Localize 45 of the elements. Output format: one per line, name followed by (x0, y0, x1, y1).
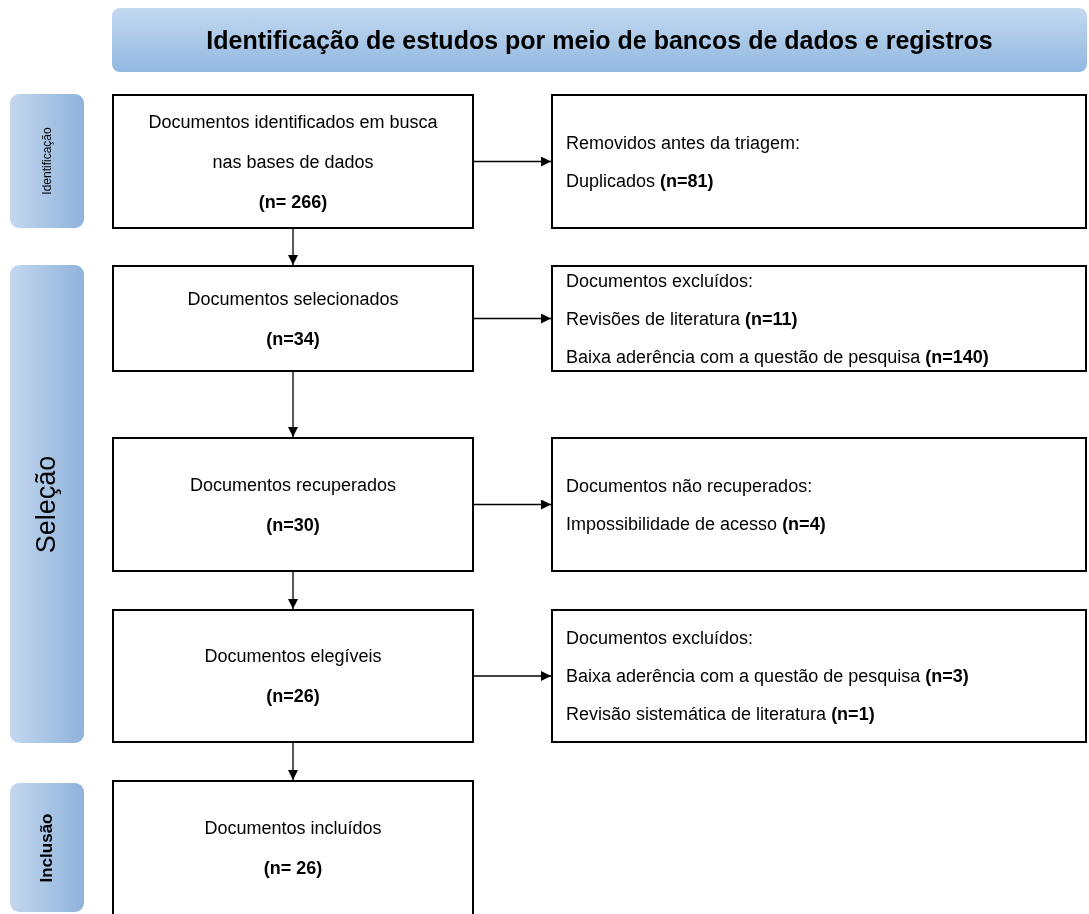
exclusion-box (551, 609, 1087, 743)
exclusion-box (551, 94, 1087, 229)
box-label: Documentos recuperados (189, 473, 397, 497)
count-label: (n=34) (266, 327, 320, 351)
arrow (288, 571, 298, 610)
exclusion-box (551, 437, 1087, 572)
stage-band (10, 783, 84, 912)
box-heading: Documentos excluídos: (566, 269, 755, 293)
count-label: (n=26) (266, 685, 320, 708)
arrow (473, 499, 552, 510)
box-heading: Removidos antes da triagem: (566, 131, 802, 155)
reason-text: Duplicados (n=81) (566, 169, 715, 193)
process-box (112, 609, 474, 743)
arrow (288, 371, 298, 438)
stage-label: Inclusão (37, 813, 57, 882)
title-banner (112, 8, 1087, 72)
reason-text: Revisões de literatura (n=11) (566, 307, 799, 331)
box-label: Documentos selecionados (187, 287, 399, 311)
stage-band (10, 265, 84, 743)
arrow (473, 671, 552, 681)
count-label: (n=30) (266, 513, 320, 537)
box-label: Documentos elegíveis (204, 645, 382, 668)
arrow (473, 313, 552, 324)
process-box (112, 94, 474, 229)
stage-label: Seleção (31, 455, 63, 553)
reason-text: Baixa aderência com a questão de pesquisa (n=140) (566, 345, 990, 369)
box-heading: Documentos excluídos: (566, 627, 755, 650)
process-box (112, 265, 474, 372)
reason-text: Baixa aderência com a questão de pesquisa (n=3) (566, 665, 970, 688)
arrow (288, 228, 298, 266)
process-box (112, 437, 474, 572)
stage-label: Identificação (40, 127, 54, 195)
box-label: Documentos identificados em busca nas bases de dados (147, 110, 439, 174)
stage-band (10, 94, 84, 228)
exclusion-box (551, 265, 1087, 372)
process-box (112, 780, 474, 914)
reason-text: Revisão sistemática de literatura (n=1) (566, 703, 876, 726)
arrow (473, 156, 552, 167)
title-text: Identificação de estudos por meio de bancos de dados e registros (206, 25, 993, 55)
box-heading: Documentos não recuperados: (566, 474, 814, 498)
count-label: (n= 266) (258, 190, 328, 214)
reason-text: Impossibilidade de acesso (n=4) (566, 512, 827, 536)
count-label: (n= 26) (263, 857, 323, 880)
box-label: Documentos incluídos (204, 817, 382, 840)
arrow (288, 742, 298, 781)
